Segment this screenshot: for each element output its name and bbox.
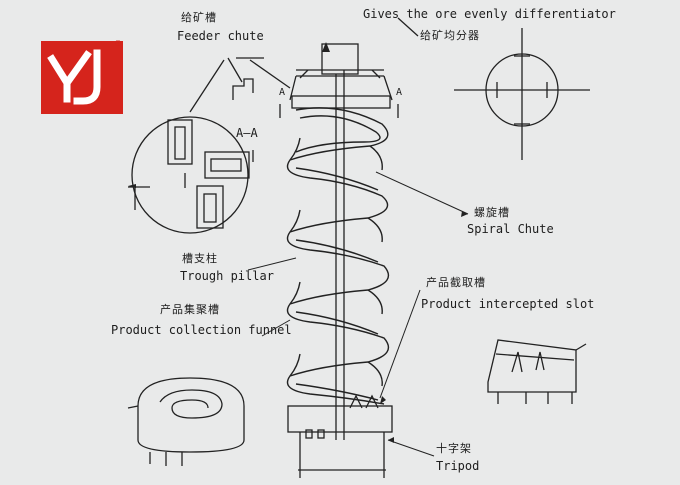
feeder-chute-detail [189, 57, 291, 113]
distributor-label-cn: 给矿均分器 [420, 29, 480, 42]
section-marker-left: A [279, 87, 286, 98]
spiral-turns [286, 107, 390, 405]
collection-funnel-label: Product collection funnel [111, 323, 292, 337]
collection-funnel-label-cn: 产品集聚槽 [160, 303, 220, 316]
trough-pillar-label: Trough pillar [180, 269, 274, 283]
company-logo: ® [41, 39, 123, 114]
feeder-chute-label-cn: 给矿槽 [181, 11, 217, 24]
section-marker-right: A [396, 87, 403, 98]
spiral-chute-label: Spiral Chute [467, 222, 554, 236]
registered-mark: ® [114, 39, 122, 48]
logo-mark-icon [47, 49, 101, 105]
intercepted-slot-label: Product intercepted slot [421, 297, 595, 311]
section-aa-view [128, 116, 254, 234]
spiral-chute-label-cn: 螺旋槽 [474, 206, 510, 219]
distributor-top-view [397, 17, 590, 160]
feeder-chute-label: Feeder chute [177, 29, 264, 43]
intercepted-slot-label-cn: 产品截取槽 [426, 276, 486, 289]
tripod-label-cn: 十字架 [436, 442, 472, 455]
bottom-assembly [287, 394, 393, 478]
intercepted-slot-drawing [487, 339, 587, 404]
trough-pillar-label-cn: 槽支柱 [182, 252, 218, 265]
tripod-label: Tripod [436, 459, 480, 473]
section-aa-label: A—A [236, 126, 258, 140]
collection-funnel-drawing [127, 377, 245, 466]
leader-lines [247, 171, 469, 457]
distributor-label: Gives the ore evenly differentiator [363, 7, 616, 21]
spiral-column [279, 43, 399, 440]
